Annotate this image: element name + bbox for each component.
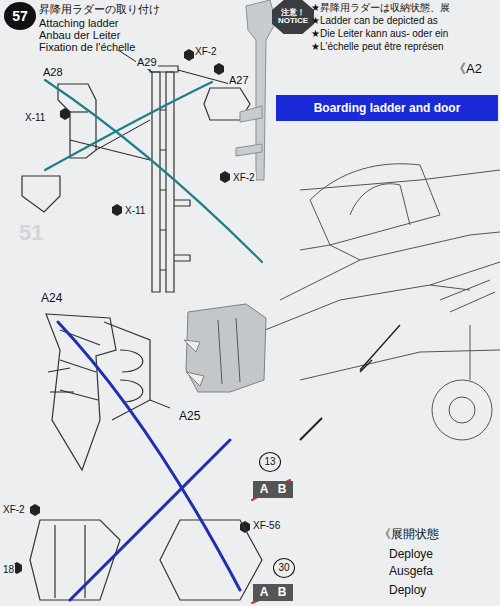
option-box: B [271,584,293,601]
paint-code: XF-2 [194,46,218,58]
heading-de: Anbau der Leiter [38,29,121,42]
heading-jp: 昇降用ラダーの取り付け [38,3,161,16]
notice-text: ★昇降用ラダーは収納状態、展 [310,2,451,14]
part-number: A27 [228,74,250,87]
heading-fr: Fixation de l'échelle [38,41,136,54]
part-number: 18 [2,564,15,576]
option-box: B [271,481,293,498]
callout-number: 30 [273,558,295,578]
section-mark: 《展開状態 [378,528,440,542]
node-text: A [260,483,269,496]
node-text: B [278,586,287,599]
bleed-through-number: 51 [18,220,44,245]
node-text: 注意！ [281,9,305,17]
part-number: A29 [136,56,158,69]
node-text: B [278,483,287,496]
section-text: Deploye [388,548,434,562]
node-text: 30 [278,563,289,574]
notice-badge: 注意！NOTICE [272,0,314,34]
part-number: A25 [178,410,201,424]
callout-number: 13 [259,452,281,472]
paint-code: XF-2 [2,504,26,516]
node-text: Boarding ladder and door [314,102,461,115]
node-text: A [260,586,269,599]
node-text: 57 [12,9,28,24]
paint-code: XF-2 [232,172,256,184]
paint-code: X-11 [124,205,146,217]
notice-text: ★Die Leiter kann aus- oder ein [310,28,449,40]
annotation-box: Boarding ladder and door [276,95,498,121]
part-number: A28 [42,66,64,79]
notice-text: ★L'échelle peut être représen [310,41,445,53]
section-text: Ausgefa [388,565,434,579]
section-mark: 《A2 [452,62,483,77]
step-number: 57 [4,2,36,30]
paint-code: X-11 [24,112,46,124]
node-text: NOTICE [278,17,308,25]
part-number: A24 [40,292,63,306]
paint-code: XF-56 [252,520,281,532]
node-text: 13 [264,457,275,468]
section-text: Deploy [388,584,427,598]
heading-en: Attaching ladder [38,17,120,30]
notice-text: ★Ladder can be depicted as [310,15,439,27]
